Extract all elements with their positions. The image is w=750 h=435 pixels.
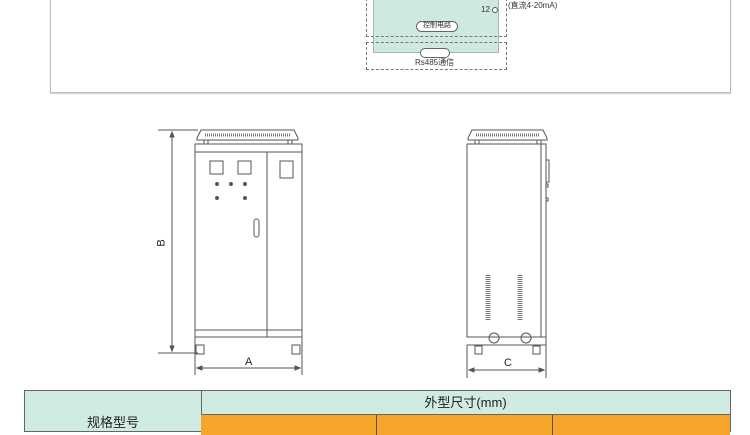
dimension-subheader-b bbox=[377, 415, 553, 435]
dimension-b-label: B bbox=[155, 239, 168, 247]
analog-output-label: (直流4-20mA) bbox=[508, 1, 558, 10]
dimension-subheader-c bbox=[553, 415, 730, 435]
control-circuit-boundary bbox=[366, 0, 507, 37]
terminal-icon bbox=[492, 7, 498, 13]
spec-table: 规格型号 外型尺寸(mm) bbox=[24, 390, 731, 435]
dimension-a-label: A bbox=[245, 356, 253, 368]
dimension-subheader-a bbox=[201, 415, 377, 435]
rs485-boundary bbox=[366, 42, 507, 70]
dimension-c-label: C bbox=[504, 357, 512, 369]
dimensions-header: 外型尺寸(mm) bbox=[201, 391, 730, 415]
model-header: 规格型号 bbox=[86, 415, 139, 430]
side-view-drawing bbox=[466, 129, 550, 378]
front-view-drawing bbox=[158, 129, 303, 375]
terminal-number: 12 bbox=[481, 5, 490, 14]
wiring-diagram-frame bbox=[50, 0, 731, 93]
control-circuit-pill: 控制电路 bbox=[416, 21, 458, 32]
rs485-label: Rs485通信 bbox=[415, 58, 455, 67]
model-header-cell: 规格型号 bbox=[25, 391, 202, 431]
rs485-connector-icon bbox=[420, 48, 450, 58]
